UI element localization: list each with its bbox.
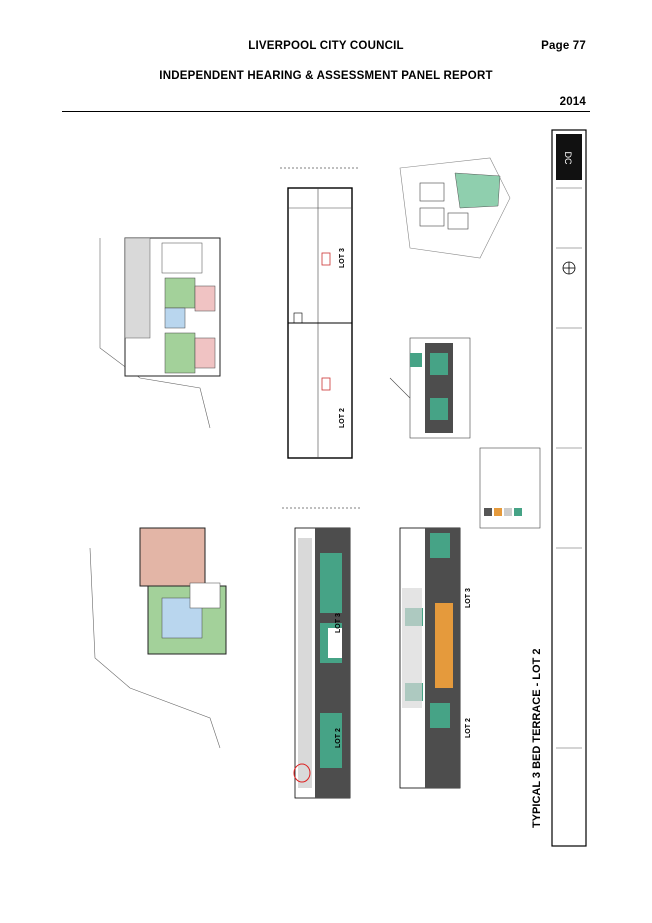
title-block bbox=[551, 129, 587, 847]
report-title: INDEPENDENT HEARING & ASSESSMENT PANEL R… bbox=[159, 70, 493, 82]
architectural-drawing-sheet: DC TYPICAL 3 BED TERRACE - LOT 2 bbox=[70, 128, 590, 848]
drawing-svg: DC TYPICAL 3 BED TERRACE - LOT 2 bbox=[89, 129, 587, 847]
report-year: 2014 bbox=[559, 96, 586, 108]
lot-label-4: LOT 2 bbox=[335, 728, 342, 748]
lot-label-3: LOT 3 bbox=[335, 613, 342, 633]
lot-label-5: LOT 3 bbox=[465, 588, 472, 608]
page-number: Page 77 bbox=[541, 40, 586, 52]
council-name: LIVERPOOL CITY COUNCIL bbox=[248, 40, 404, 52]
section-upper bbox=[280, 167, 360, 459]
svg-text:DC: DC bbox=[563, 152, 573, 165]
material-legend bbox=[479, 447, 541, 529]
sheet-title: TYPICAL 3 BED TERRACE - LOT 2 bbox=[531, 649, 543, 828]
header-rule bbox=[62, 111, 590, 112]
rear-elevation-lower bbox=[399, 527, 461, 789]
lot-label-2: LOT 3 bbox=[339, 248, 346, 268]
lot-label-6: LOT 2 bbox=[465, 718, 472, 738]
floor-plan-lower bbox=[89, 527, 227, 749]
title-block-lines bbox=[556, 187, 582, 749]
firm-logo bbox=[556, 134, 582, 180]
location-plan bbox=[399, 157, 511, 259]
front-elevation-lower bbox=[282, 507, 360, 799]
lot-label-1: LOT 2 bbox=[339, 408, 346, 428]
elevation-upper-right bbox=[389, 337, 471, 439]
floor-plan-upper bbox=[99, 237, 221, 429]
